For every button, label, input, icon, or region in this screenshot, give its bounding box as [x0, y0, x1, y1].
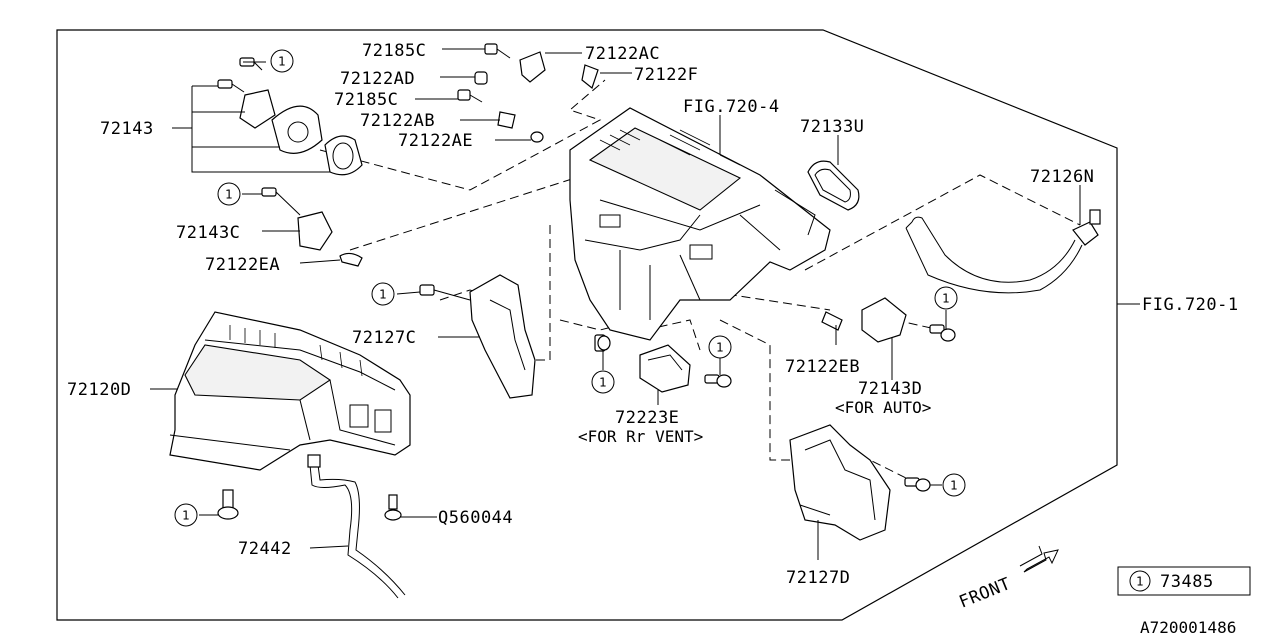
- actuator-72223e: [594, 334, 732, 393]
- label-q560044: Q560044: [438, 508, 513, 528]
- legend-marker: 1: [1136, 575, 1144, 589]
- svg-text:1: 1: [278, 55, 286, 69]
- label-72122ea: 72122EA: [205, 255, 280, 275]
- heater-unit-main: [569, 107, 831, 341]
- label-72133u: 72133U: [800, 117, 864, 137]
- svg-text:1: 1: [599, 376, 607, 390]
- diagram-frame: [56, 29, 1118, 621]
- label-72143d: 72143D: [858, 379, 922, 399]
- clip-q560044: [384, 494, 402, 521]
- callout-marker: 1: [591, 370, 615, 394]
- callout-marker: 1: [934, 286, 958, 310]
- svg-text:1: 1: [942, 292, 950, 306]
- callout-marker: 1: [942, 473, 966, 497]
- label-72127c: 72127C: [352, 328, 416, 348]
- svg-text:1: 1: [379, 288, 387, 302]
- label-72143: 72143: [100, 119, 154, 139]
- label-72122ac: 72122AC: [585, 44, 660, 64]
- label-72185c-top: 72185C: [362, 41, 426, 61]
- label-72442: 72442: [238, 539, 292, 559]
- label-72143c: 72143C: [176, 223, 240, 243]
- lower-case-72120d: [169, 311, 411, 471]
- screw-bottom-left: [217, 489, 239, 520]
- callout-marker: 1: [217, 182, 241, 206]
- label-72185c-mid: 72185C: [334, 90, 398, 110]
- label-fig-720-1: FIG.720-1: [1142, 295, 1239, 315]
- label-72120d: 72120D: [67, 380, 131, 400]
- actuator-72143d: [821, 297, 956, 343]
- legend-box: 1 73485: [1117, 566, 1251, 596]
- label-72122ae: 72122AE: [398, 131, 473, 151]
- label-for-rr-vent: <FOR Rr VENT>: [578, 427, 703, 446]
- label-72122f: 72122F: [634, 65, 698, 85]
- svg-text:1: 1: [182, 509, 190, 523]
- document-code: A720001486: [1140, 618, 1236, 637]
- label-72127d: 72127D: [786, 568, 850, 588]
- label-72122eb: 72122EB: [785, 357, 860, 377]
- drain-hose-72442: [307, 454, 406, 599]
- callout-marker: 1: [174, 503, 198, 527]
- part-labels: 72185C 72122AC 72122AD 72122F 72185C FIG…: [67, 41, 1239, 588]
- label-72122ab: 72122AB: [360, 111, 435, 131]
- bracket-72127d: [789, 424, 931, 541]
- callout-marker: 1: [371, 282, 395, 306]
- actuator-72143: [217, 57, 363, 176]
- svg-text:1: 1: [950, 479, 958, 493]
- callout-markers: 1 1 1 1 1 1 1 1: [174, 49, 966, 527]
- leader-lines: [150, 48, 1140, 560]
- gasket-72133u: [807, 160, 860, 211]
- label-fig-720-4: FIG.720-4: [683, 97, 780, 117]
- legend-part-number: 73485: [1160, 572, 1214, 592]
- svg-text:1: 1: [225, 188, 233, 202]
- label-72223e: 72223E: [615, 408, 679, 428]
- front-direction-indicator: FRONT: [956, 545, 1059, 613]
- front-label: FRONT: [956, 574, 1013, 613]
- svg-text:1: 1: [716, 341, 724, 355]
- callout-marker: 1: [270, 49, 294, 73]
- hose-72126n: [905, 209, 1101, 294]
- label-72122ad: 72122AD: [340, 69, 415, 89]
- callout-marker: 1: [708, 335, 732, 359]
- clips-top-center: [457, 43, 599, 143]
- label-for-auto: <FOR AUTO>: [835, 398, 931, 417]
- actuator-72143c: [261, 187, 363, 267]
- bracket-72127c: [419, 274, 536, 399]
- front-arrow-icon: [1023, 549, 1059, 573]
- label-72126n: 72126N: [1030, 167, 1094, 187]
